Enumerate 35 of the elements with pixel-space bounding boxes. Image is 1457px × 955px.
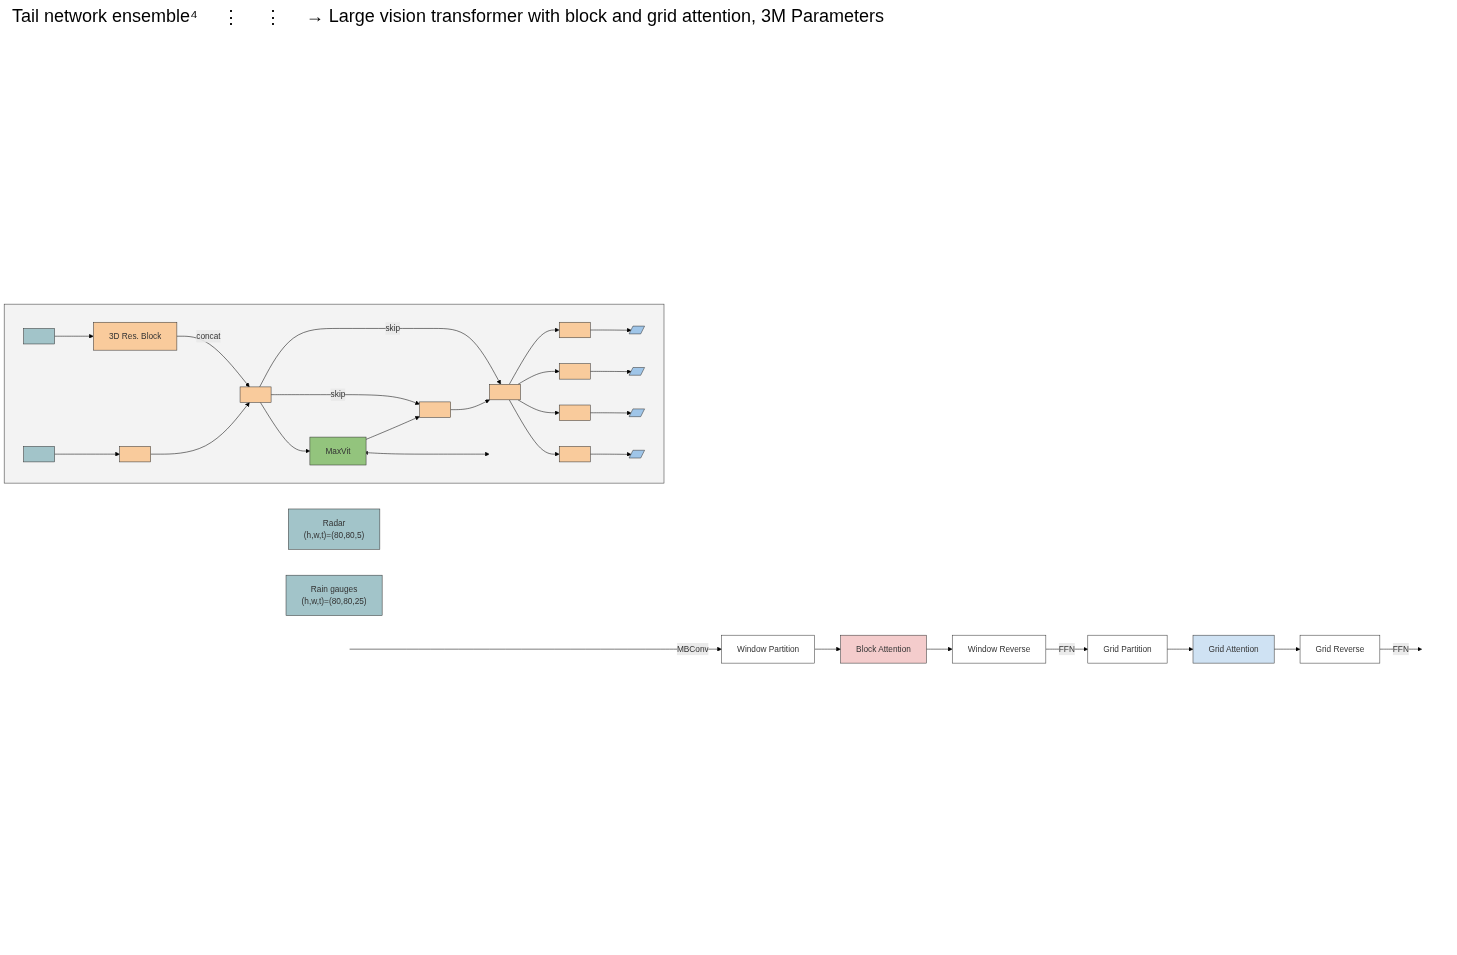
node-box — [559, 405, 591, 422]
note-text: ⋮ — [263, 6, 282, 28]
node-box: Grid Attention — [1192, 635, 1275, 664]
node-parallelogram — [628, 450, 645, 459]
note-text: → Large vision transformer with block and grid attention, 3M Parameters — [305, 6, 885, 28]
node-box — [559, 446, 591, 463]
node-box: MaxVit — [309, 437, 367, 466]
cluster — [3, 304, 665, 484]
node-box — [119, 446, 151, 463]
edge-label: skip — [330, 390, 346, 400]
node-parallelogram — [628, 326, 645, 335]
node-box — [419, 402, 451, 419]
note-text: Tail network ensemble⁴ — [12, 6, 198, 28]
node-box: Rain gauges (h,w,t)=(80,80,25) — [285, 575, 383, 617]
node-box: Grid Partition — [1087, 635, 1168, 664]
node-box: Grid Reverse — [1299, 635, 1381, 664]
node-box — [489, 384, 521, 401]
node-bar — [23, 446, 55, 463]
node-box: 3D Res. Block — [93, 322, 178, 351]
edge-label: concat — [196, 331, 221, 341]
edge-label: MBConv — [676, 644, 709, 654]
edge-label: FFN — [1058, 644, 1075, 654]
node-parallelogram — [628, 409, 645, 418]
node-bar — [23, 328, 55, 345]
node-box — [559, 363, 591, 380]
edge-label: FFN — [1392, 644, 1409, 654]
node-box: Window Partition — [721, 635, 815, 664]
edge-label: skip — [385, 324, 401, 333]
node-box: Radar (h,w,t)=(80,80,5) — [288, 509, 381, 550]
node-box — [559, 322, 591, 339]
node-parallelogram — [628, 367, 645, 376]
node-box: Window Reverse — [952, 635, 1047, 664]
node-box: Block Attention — [840, 635, 927, 664]
node-box — [239, 387, 272, 404]
note-text: ⋮ — [221, 6, 240, 28]
